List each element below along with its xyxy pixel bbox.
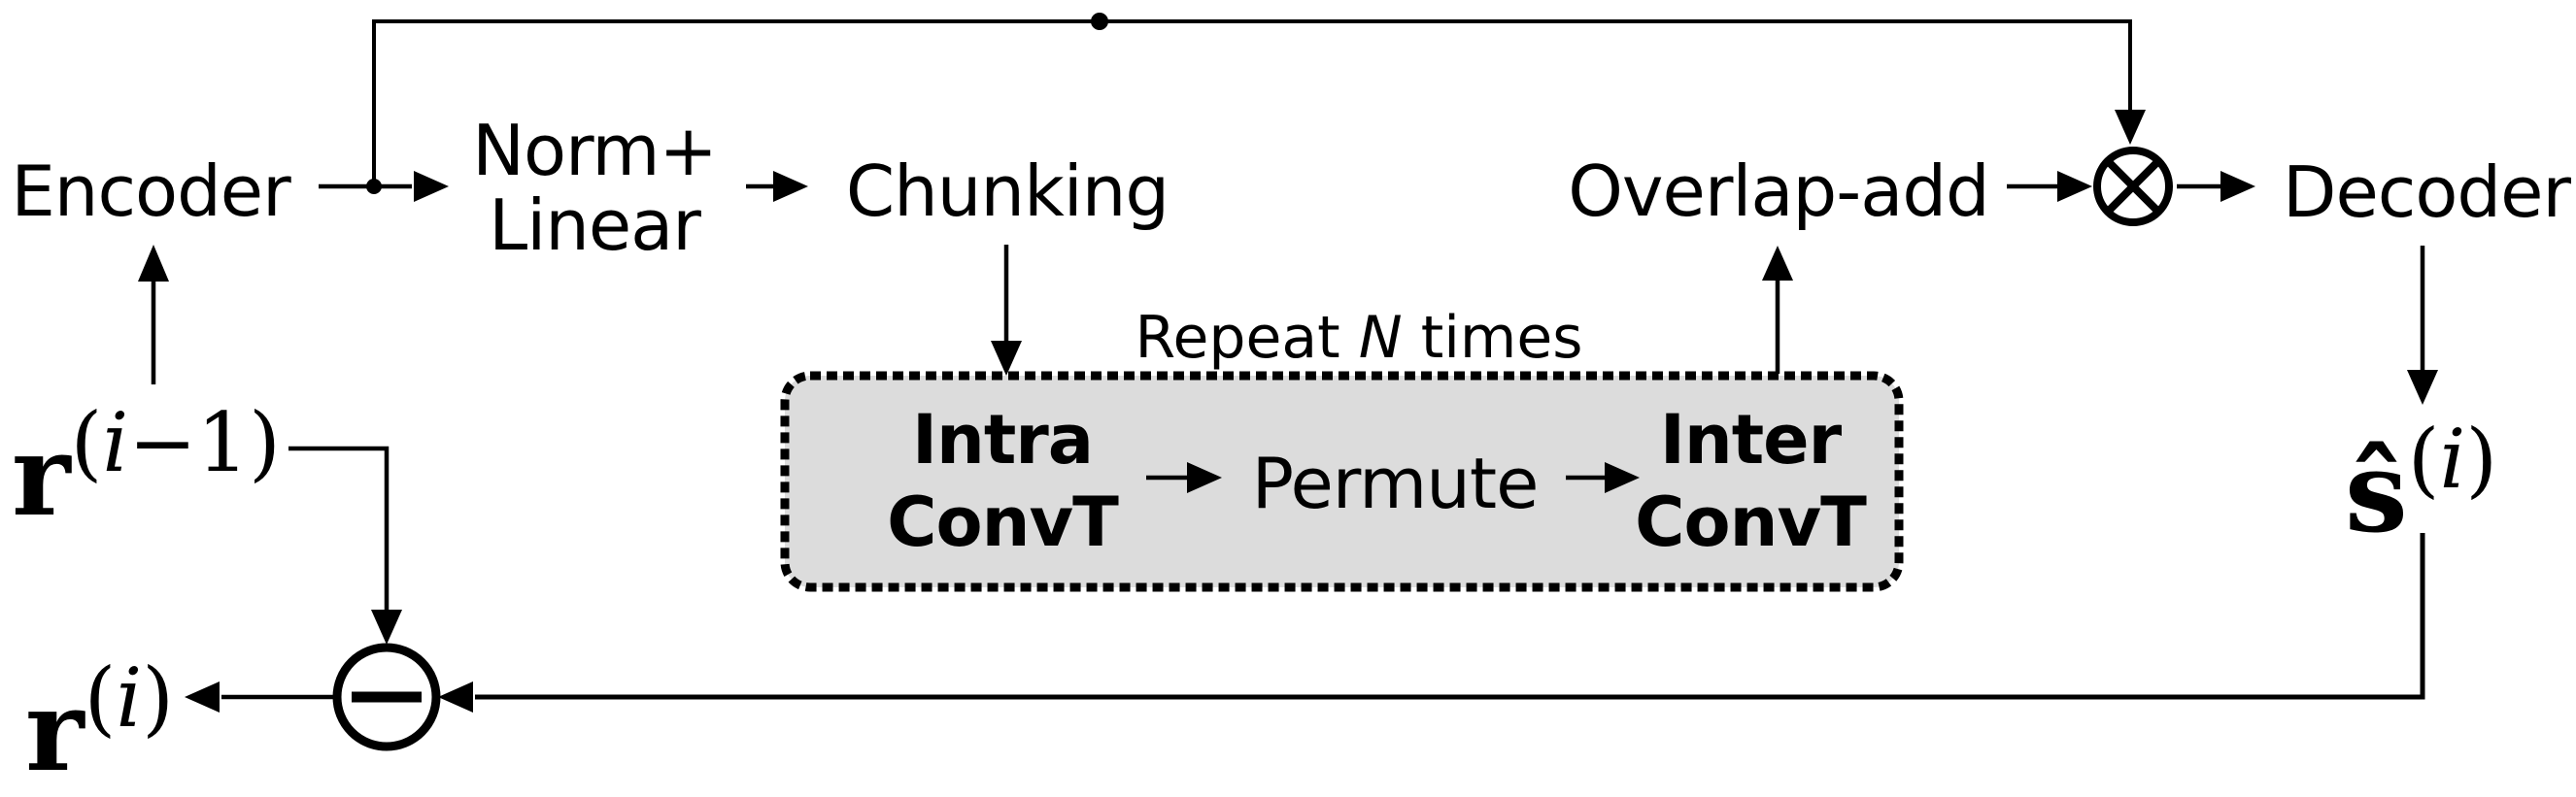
arrowhead-into-norm — [414, 171, 449, 202]
residual-input-superscript: (i−1) — [70, 395, 281, 490]
arrowhead-into-multiply — [2057, 171, 2092, 202]
residual-input-base: r — [12, 411, 71, 542]
arrowhead-into-encoder — [138, 245, 169, 282]
junction-dot — [1091, 13, 1108, 30]
estimate-output-base: ŝ — [2345, 427, 2408, 558]
arrowhead-into-subtract-top — [371, 610, 402, 645]
intra-convt-label: Intra ConvT — [887, 399, 1119, 564]
estimate-to-subtract-line — [475, 533, 2425, 700]
arrowhead-into-decoder — [2220, 171, 2255, 202]
skip-connection-line — [372, 19, 2132, 184]
arrowhead-into-permute — [1187, 462, 1222, 493]
encoder-label: Encoder — [11, 150, 290, 232]
residual-output-base: r — [25, 666, 85, 797]
norm-linear-line1: Norm+ — [472, 110, 718, 191]
norm-linear-line2: Linear — [489, 184, 701, 266]
otimes-multiply-icon — [2093, 147, 2173, 226]
multiply-x-stroke — [2105, 158, 2161, 215]
residual-input-label: r(i−1) — [12, 402, 281, 533]
repeat-suffix: times — [1402, 304, 1583, 372]
repeat-block-box — [780, 371, 1904, 592]
ominus-subtract-icon — [332, 643, 441, 751]
decoder-label: Decoder — [2283, 151, 2571, 233]
repeat-n-variable: N — [1358, 304, 1403, 372]
permute-label: Permute — [1251, 443, 1540, 524]
arrowhead-into-residual-out — [185, 681, 220, 713]
estimate-output-label: ŝ(i) — [2345, 418, 2497, 549]
residual-to-subtract-line — [288, 446, 390, 610]
inter-convt-label: Inter ConvT — [1635, 399, 1867, 564]
arrowhead-into-estimate — [2407, 370, 2438, 405]
arrowhead-into-overlapadd — [1762, 246, 1793, 281]
overlap-add-label: Overlap-add — [1568, 150, 1990, 232]
inter-convt-line2: ConvT — [1635, 482, 1867, 562]
arrowhead-into-inter — [1605, 462, 1640, 493]
intra-convt-line2: ConvT — [887, 482, 1119, 562]
repeat-prefix: Repeat — [1135, 304, 1359, 372]
arrowhead-into-multiply-top — [2115, 110, 2146, 145]
chunking-label: Chunking — [845, 150, 1169, 232]
arrowhead-into-chunking — [773, 171, 808, 202]
residual-output-label: r(i) — [25, 657, 174, 788]
repeat-n-times-label: Repeat N times — [1135, 307, 1582, 369]
inter-convt-line1: Inter — [1659, 400, 1842, 480]
residual-output-superscript: (i) — [84, 650, 175, 746]
arrowhead-into-block — [991, 341, 1022, 376]
intra-convt-line1: Intra — [911, 400, 1094, 480]
estimate-output-superscript: (i) — [2407, 412, 2498, 507]
norm-linear-label: Norm+ Linear — [472, 110, 718, 266]
arrowhead-into-subtract-right — [438, 681, 473, 713]
